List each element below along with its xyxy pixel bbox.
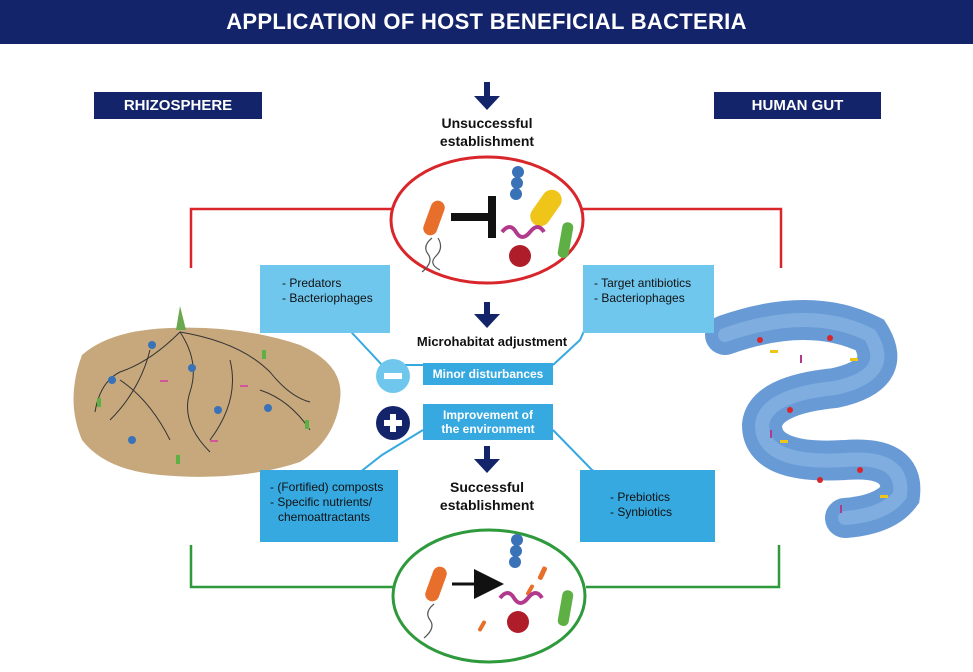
rhizosphere-illustration (73, 306, 341, 477)
human-gut-illustration (705, 300, 921, 538)
unsuccessful-ellipse (389, 155, 585, 285)
bacteria-cluster-bottom (423, 534, 574, 639)
rhizosphere-negative-box: - Predators - Bacteriophages (260, 265, 390, 333)
rhizosphere-tag: RHIZOSPHERE (94, 92, 262, 119)
inhibition-symbol (451, 196, 496, 238)
minor-disturbances-band: Minor disturbances (423, 363, 553, 385)
successful-ellipse (391, 528, 587, 664)
diagram-title: APPLICATION OF HOST BENEFICIAL BACTERIA (226, 9, 747, 34)
gut-positive-box: - Prebiotics - Synbiotics (580, 470, 715, 542)
arrow-top (474, 82, 500, 110)
bacteria-cluster-top (421, 166, 574, 273)
improvement-band: Improvement of the environment (423, 404, 553, 440)
successful-establishment-label: Successful establishment (439, 479, 535, 513)
gut-negative-box: - Target antibiotics - Bacteriophages (583, 265, 714, 333)
arrow-bottom (474, 446, 500, 473)
minus-symbol (376, 359, 410, 393)
plus-symbol (376, 406, 410, 440)
title-bar: APPLICATION OF HOST BENEFICIAL BACTERIA (0, 0, 973, 44)
microhabitat-adjustment-label: Microhabitat adjustment (416, 334, 568, 349)
rhizosphere-positive-box: - (Fortified) composts - Specific nutrie… (260, 470, 398, 542)
red-bracket (189, 207, 783, 268)
unsuccessful-establishment-label: Unsuccessful establishment (439, 115, 535, 149)
arrow-middle (474, 302, 500, 328)
green-bracket (189, 545, 781, 589)
human-gut-tag: HUMAN GUT (714, 92, 881, 119)
